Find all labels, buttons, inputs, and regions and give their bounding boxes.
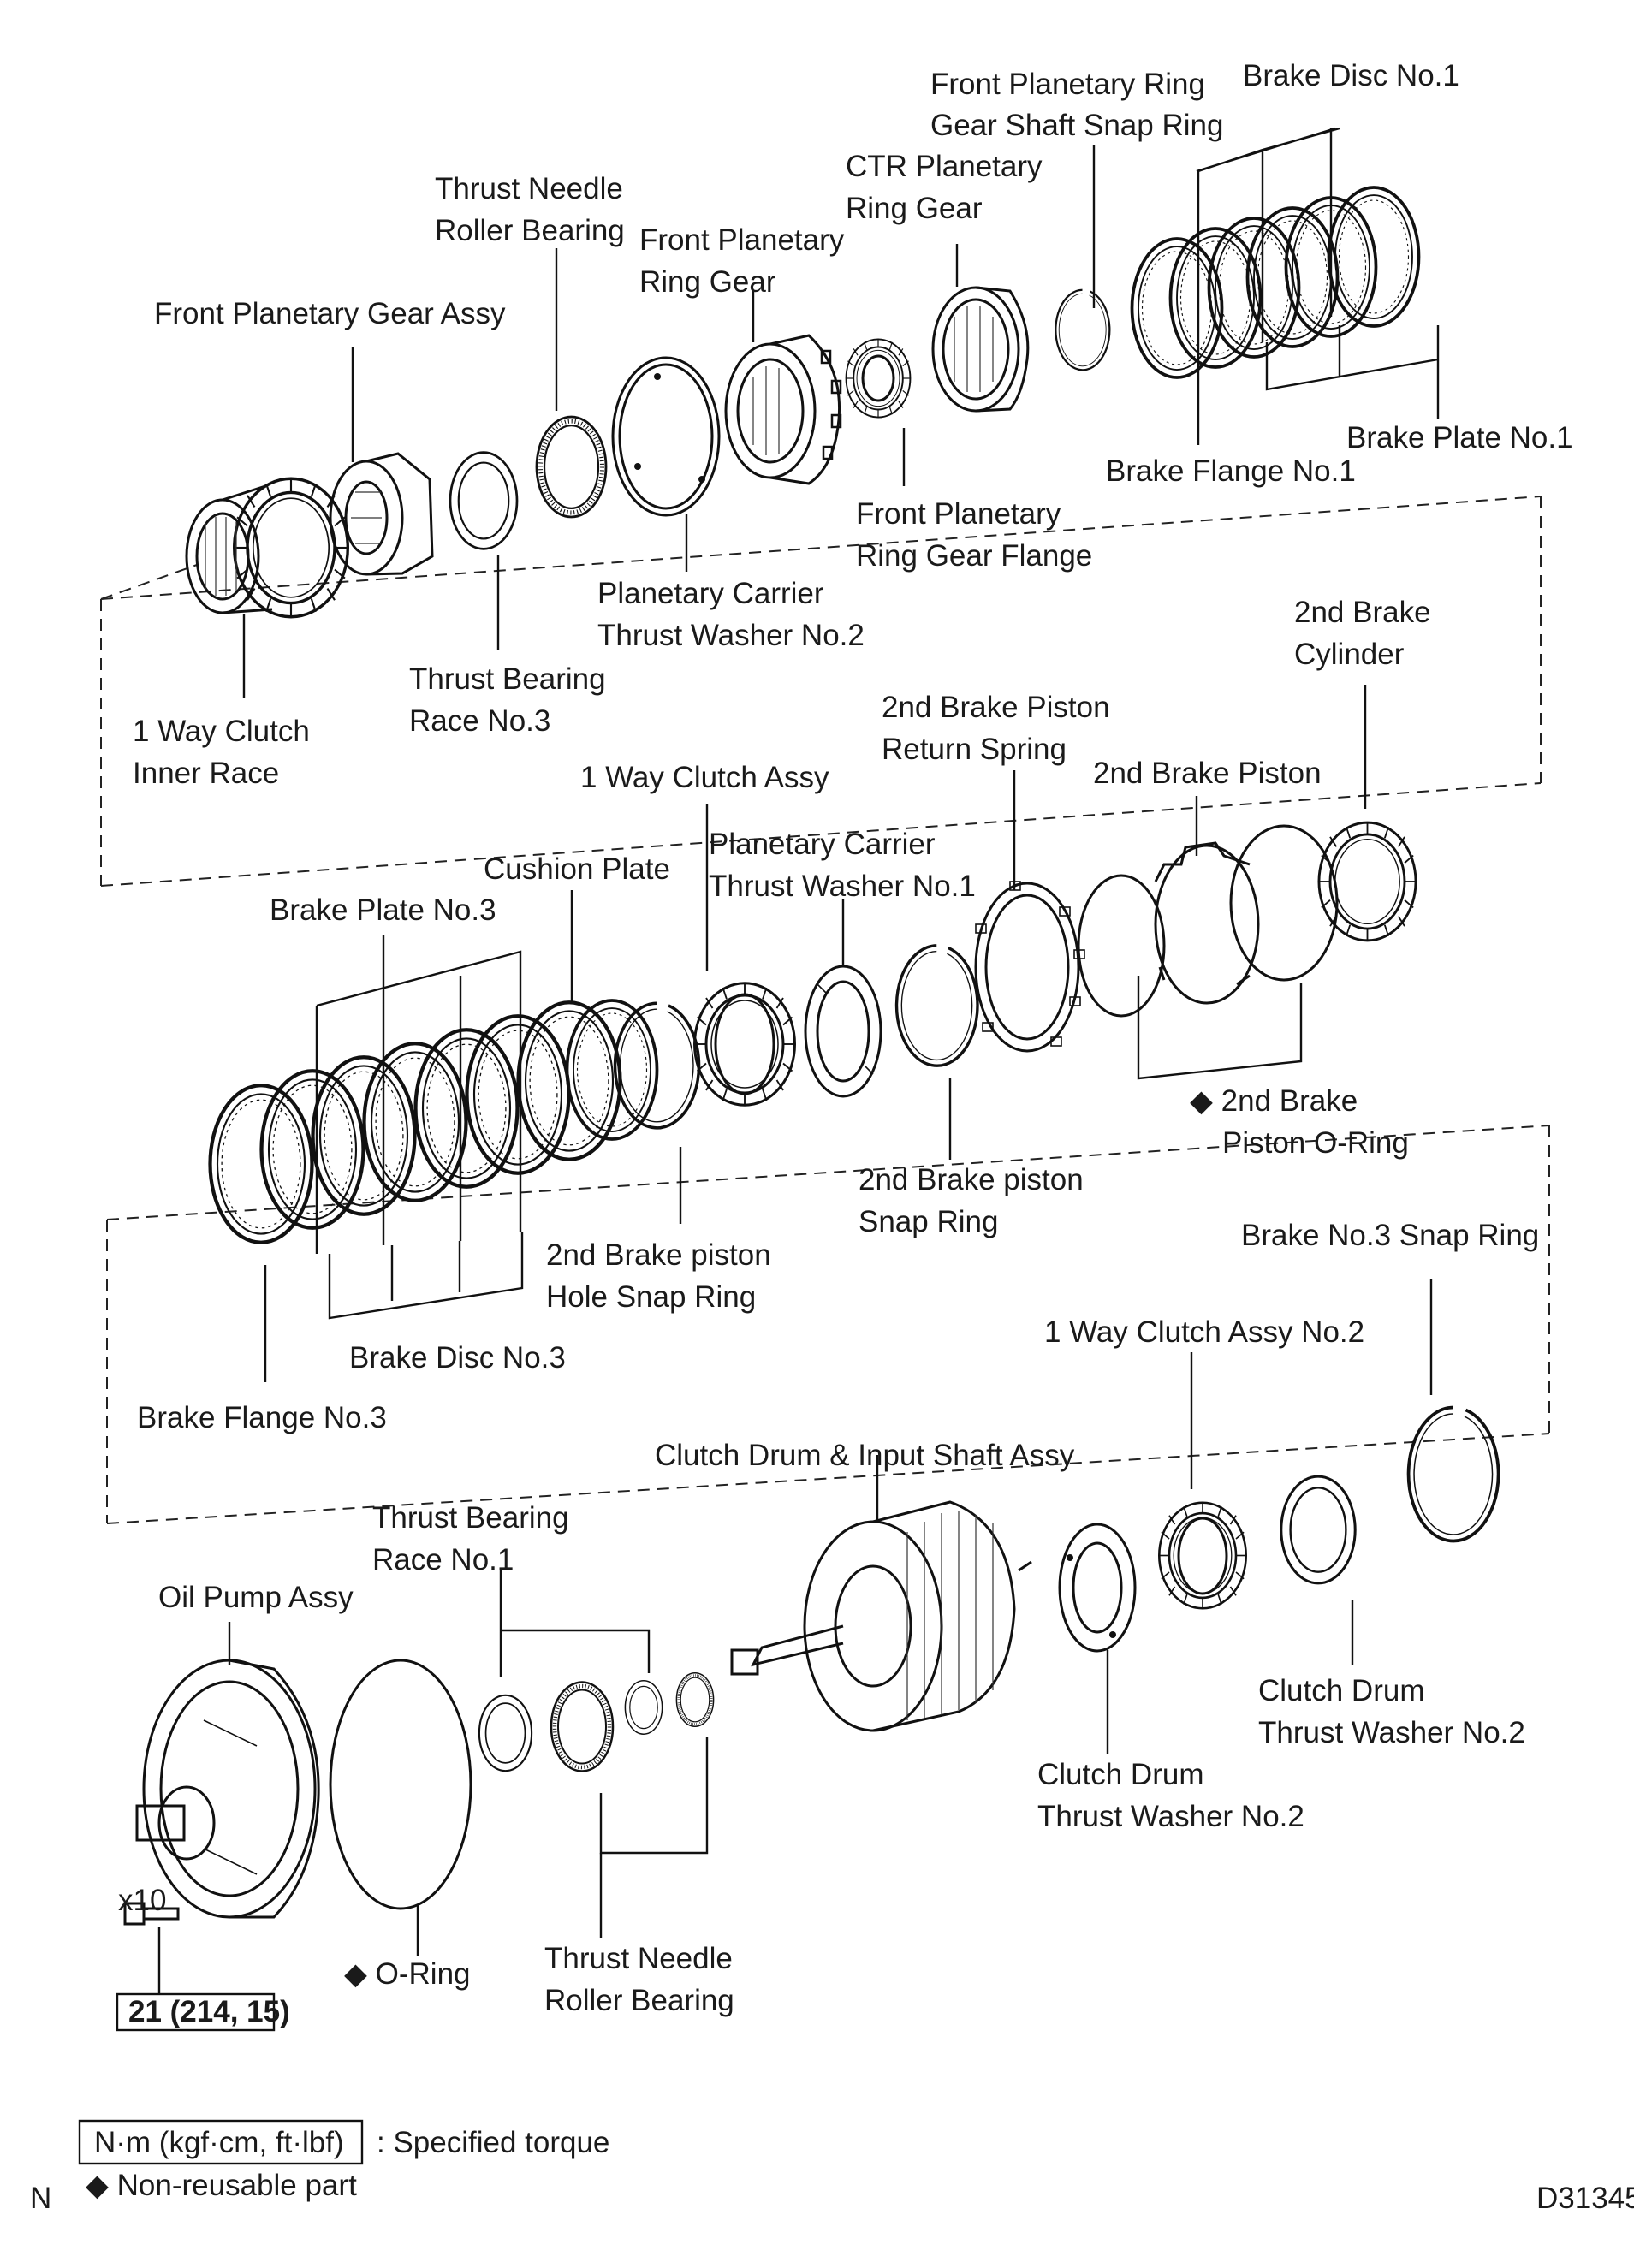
clutch-drum-thrust-washer-no2-right-part [1279, 1475, 1358, 1585]
label-second-brake-piston: 2nd Brake Piston [1093, 757, 1322, 790]
label-planetary-carrier-thrust-washer-no2: Planetary Carrier Thrust Washer No.2 [597, 577, 865, 652]
ctr-planetary-ring-gear-part [931, 286, 1030, 413]
figure-code: D31345 [1536, 2182, 1634, 2215]
bolt-part [123, 1902, 180, 1926]
label-clutch-drum-thrust-washer-no2-right: Clutch Drum Thrust Washer No.2 [1258, 1674, 1525, 1749]
second-brake-piston-return-spring-part [974, 881, 1085, 1053]
label-second-brake-piston-o-ring: ◆ 2nd Brake Piston O-Ring [1190, 1084, 1409, 1160]
label-clutch-drum-thrust-washer-no2-center: Clutch Drum Thrust Washer No.2 [1037, 1758, 1304, 1833]
one-way-clutch-inner-race-part [185, 477, 349, 619]
thrust-needle-roller-bearing-bottom-part [551, 1683, 613, 1772]
label-o-ring: ◆ O-Ring [344, 1957, 471, 1991]
o-ring-part [329, 1659, 472, 1910]
front-planetary-ring-gear-shaft-snap-ring-part [1054, 288, 1111, 371]
oil-pump-assy-part [135, 1659, 320, 1919]
legend-torque-text: : Specified torque [377, 2126, 609, 2159]
label-second-brake-piston-hole-snap-ring: 2nd Brake piston Hole Snap Ring [546, 1238, 779, 1314]
legend: N·m (kgf·cm, ft·lbf) : Specified torque … [78, 2119, 609, 2202]
small-bearing-part [674, 1671, 716, 1728]
label-second-brake-cylinder: 2nd Brake Cylinder [1294, 596, 1439, 671]
label-brake-disc-no3: Brake Disc No.3 [349, 1341, 566, 1374]
brake-flange-no3-pack-part [211, 1000, 657, 1243]
second-brake-piston-inner-ring-part [1077, 874, 1166, 1018]
label-one-way-clutch-assy-no2: 1 Way Clutch Assy No.2 [1044, 1315, 1364, 1349]
second-brake-piston-snap-ring-part [897, 946, 978, 1066]
thrust-bearing-race-no1-part [478, 1694, 533, 1772]
brake-disc-no1-pack-part [1132, 187, 1419, 377]
label-second-brake-piston-snap-ring: 2nd Brake piston Snap Ring [859, 1163, 1091, 1238]
second-brake-cylinder-part [1317, 821, 1417, 942]
part-labels: Front Planetary Ring Gear Shaft Snap Rin… [118, 59, 1573, 2017]
torque-spec-value: 21 (214, 15) [128, 1995, 290, 2028]
label-front-planetary-ring-gear-flange: Front Planetary Ring Gear Flange [856, 497, 1092, 573]
label-clutch-drum-input-shaft-assy: Clutch Drum & Input Shaft Assy [655, 1439, 1075, 1472]
label-front-planetary-gear-assy: Front Planetary Gear Assy [154, 297, 506, 330]
label-brake-no3-snap-ring: Brake No.3 Snap Ring [1241, 1219, 1539, 1252]
one-way-clutch-assy-part [692, 981, 797, 1107]
brake-no3-snap-ring-part [1409, 1408, 1499, 1541]
small-race-part [624, 1679, 663, 1736]
clutch-drum-input-shaft-assy-part [730, 1500, 1032, 1732]
leader-lines [157, 127, 1440, 1994]
label-thrust-needle-roller-bearing-bottom: Thrust Needle Roller Bearing [544, 1942, 741, 2017]
planetary-carrier-thrust-washer-no1-part [804, 965, 882, 1098]
label-thrust-bearing-race-no3: Thrust Bearing Race No.3 [409, 662, 614, 738]
front-planetary-ring-gear-flange-part [845, 337, 912, 419]
label-cushion-plate: Cushion Plate [484, 852, 670, 886]
label-ctr-planetary-ring-gear: CTR Planetary Ring Gear [846, 150, 1050, 225]
label-one-way-clutch-assy: 1 Way Clutch Assy [580, 761, 829, 794]
second-brake-piston-part [1154, 841, 1260, 1005]
second-brake-piston-o-ring-part [1229, 824, 1339, 982]
label-thrust-bearing-race-no1: Thrust Bearing Race No.1 [372, 1501, 577, 1576]
thrust-needle-roller-bearing-top-part [537, 417, 606, 517]
front-planetary-ring-gear-part [724, 334, 842, 485]
label-thrust-needle-roller-bearing-top: Thrust Needle Roller Bearing [435, 172, 632, 247]
corner-mark: N [30, 2182, 51, 2215]
label-front-planetary-ring-gear: Front Planetary Ring Gear [639, 223, 853, 299]
label-bolt-count: x10 [118, 1884, 166, 1917]
label-brake-disc-no1: Brake Disc No.1 [1243, 59, 1459, 92]
planetary-carrier-thrust-washer-no2-part [611, 356, 721, 517]
label-front-planetary-ring-gear-shaft-snap-ring: Front Planetary Ring Gear Shaft Snap Rin… [930, 68, 1223, 142]
legend-torque-units: N·m (kgf·cm, ft·lbf) [94, 2126, 344, 2159]
label-planetary-carrier-thrust-washer-no1: Planetary Carrier Thrust Washer No.1 [709, 828, 976, 903]
thrust-bearing-race-no3-part [449, 451, 519, 550]
label-brake-plate-no3: Brake Plate No.3 [270, 894, 496, 927]
label-second-brake-piston-return-spring: 2nd Brake Piston Return Spring [882, 691, 1118, 766]
legend-nonreusable: ◆ Non-reusable part [86, 2169, 357, 2202]
label-brake-flange-no3: Brake Flange No.3 [137, 1401, 387, 1434]
clutch-drum-thrust-washer-no2-center-part [1058, 1523, 1137, 1653]
label-oil-pump-assy: Oil Pump Assy [158, 1581, 354, 1614]
front-planetary-gear-assy-part [329, 452, 434, 576]
label-one-way-clutch-inner-race: 1 Way Clutch Inner Race [133, 715, 318, 790]
torque-spec-box: 21 (214, 15) [116, 1992, 290, 2032]
label-brake-flange-no1: Brake Flange No.1 [1106, 454, 1356, 488]
label-brake-plate-no1: Brake Plate No.1 [1346, 421, 1573, 454]
one-way-clutch-assy-no2-part [1157, 1501, 1248, 1610]
